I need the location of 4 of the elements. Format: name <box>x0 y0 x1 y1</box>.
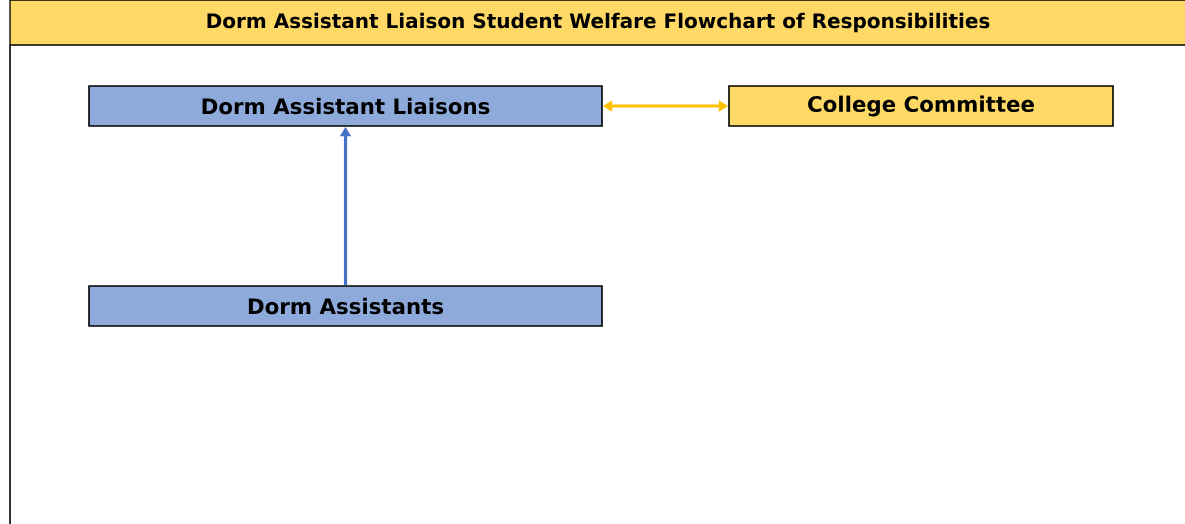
process-box: Dorm Assistant Liaisons <box>88 85 603 127</box>
title-band: Dorm Assistant Liaison Student Welfare Flowchart of Responsibilities <box>9 0 1185 46</box>
process-box: College Committee <box>728 85 1114 127</box>
process-box: Dorm Assistants <box>88 285 603 327</box>
